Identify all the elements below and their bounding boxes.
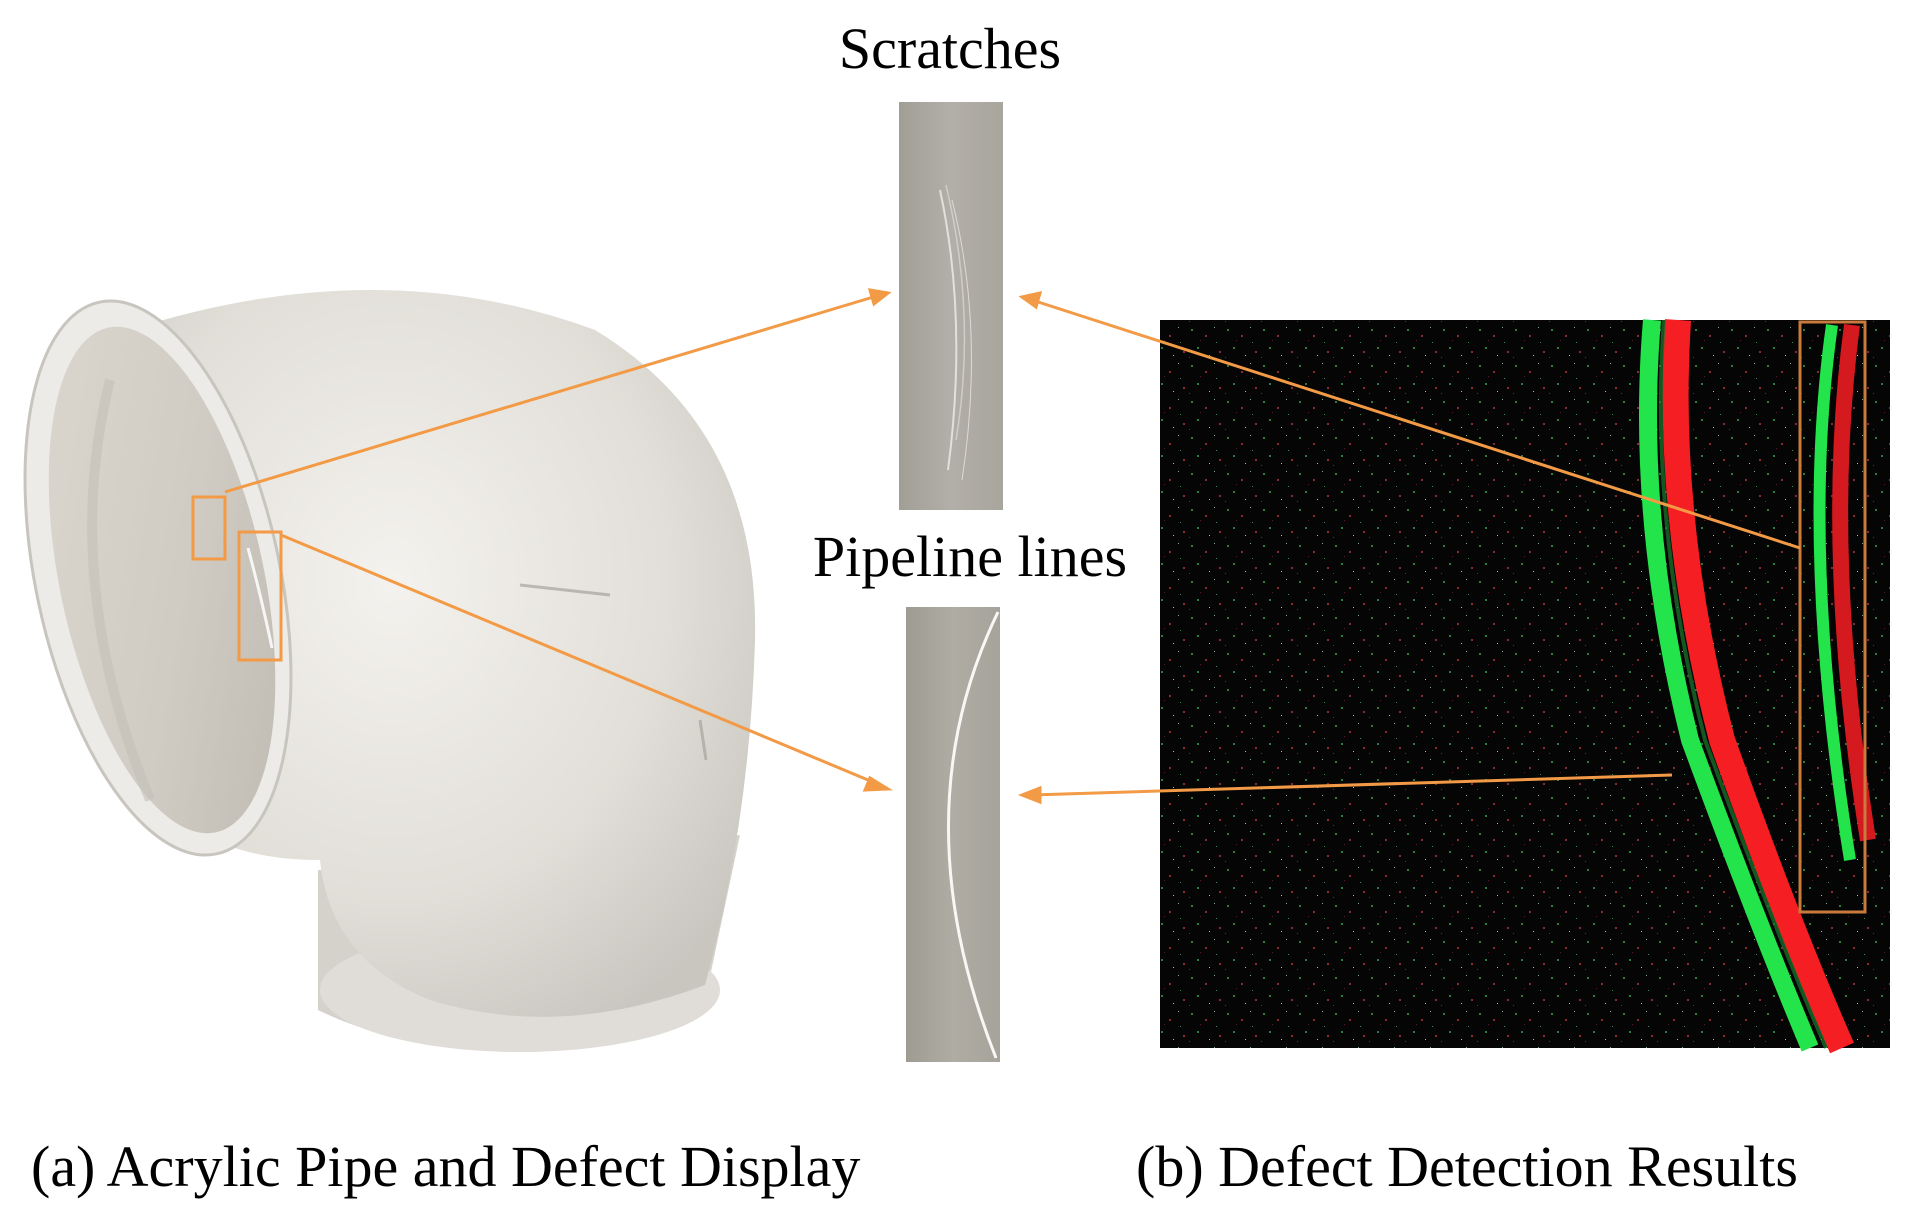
caption-a: (a) Acrylic Pipe and Defect Display bbox=[31, 1134, 861, 1199]
arrow-detection-to-scratches bbox=[1031, 298, 1801, 550]
arrow-to-scratches bbox=[224, 293, 881, 494]
scratches-crop bbox=[899, 102, 1003, 510]
caption-b: (b) Defect Detection Results bbox=[1136, 1134, 1798, 1199]
detection-result-image bbox=[1160, 319, 1890, 1054]
annotation-arrows bbox=[224, 288, 1801, 805]
pipeline-lines-label: Pipeline lines bbox=[812, 524, 1128, 589]
arrow-to-pipeline-lines bbox=[280, 533, 881, 787]
arrow-detection-to-pipeline bbox=[1031, 773, 1673, 797]
pipeline-lines-crop bbox=[906, 607, 1000, 1062]
scratch-region-box bbox=[191, 495, 227, 561]
scratches-label: Scratches bbox=[838, 16, 1062, 81]
acrylic-pipe-photo bbox=[23, 290, 756, 1052]
pipeline-region-box bbox=[237, 530, 283, 662]
